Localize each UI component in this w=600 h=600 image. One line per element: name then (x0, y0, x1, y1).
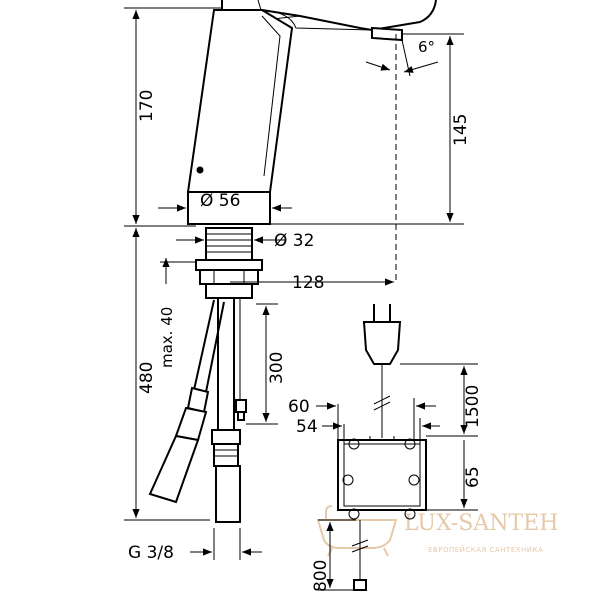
height-145-label: 145 (451, 114, 471, 146)
dimension-128: 128 (230, 273, 394, 293)
dimension-60-54: 60 54 (288, 397, 440, 444)
diameter-56-label: Ø 56 (200, 191, 240, 211)
height-480-label: 480 (137, 362, 157, 394)
cable-1500-label: 1500 (463, 385, 483, 428)
watermark-logo: LUX-SANTEH ЕВРОПЕЙСКАЯ САНТЕХНИКА (316, 505, 558, 557)
dimension-800: 800 (311, 519, 356, 592)
diameter-32-label: Ø 32 (274, 231, 314, 251)
height-65-label: 65 (463, 466, 483, 488)
dimension-170: 170 (124, 7, 222, 224)
dimension-480: 480 (124, 225, 210, 521)
cable-300-label: 300 (267, 352, 287, 384)
dimension-65: 65 (426, 440, 483, 511)
width-60-label: 60 (288, 397, 310, 417)
dimension-diameter-56: Ø 56 (158, 191, 292, 224)
shank-assembly: Ø 32 (176, 227, 314, 299)
watermark-tagline: ЕВРОПЕЙСКАЯ САНТЕХНИКА (428, 545, 543, 554)
watermark-brand: LUX-SANTEH (404, 511, 558, 536)
supply-hoses (148, 298, 247, 523)
faucet-body (186, 0, 437, 225)
sensor-window-icon (196, 166, 204, 174)
width-54-label: 54 (296, 417, 318, 437)
dimension-g-3-8: G 3/8 (128, 528, 262, 563)
dimension-1500: 1500 (400, 363, 483, 437)
max-40-label: max. 40 (158, 307, 176, 368)
angle-annotation: 6° (365, 38, 439, 77)
length-128-label: 128 (292, 273, 324, 293)
dimension-300: 300 (246, 303, 287, 425)
dimension-max-40: max. 40 (158, 258, 196, 368)
cable-800-label: 800 (311, 560, 331, 592)
height-170-label: 170 (137, 90, 157, 122)
thread-g38-label: G 3/8 (128, 543, 174, 563)
dimension-145: 145 (270, 33, 471, 225)
angle-6-label: 6° (418, 38, 435, 56)
